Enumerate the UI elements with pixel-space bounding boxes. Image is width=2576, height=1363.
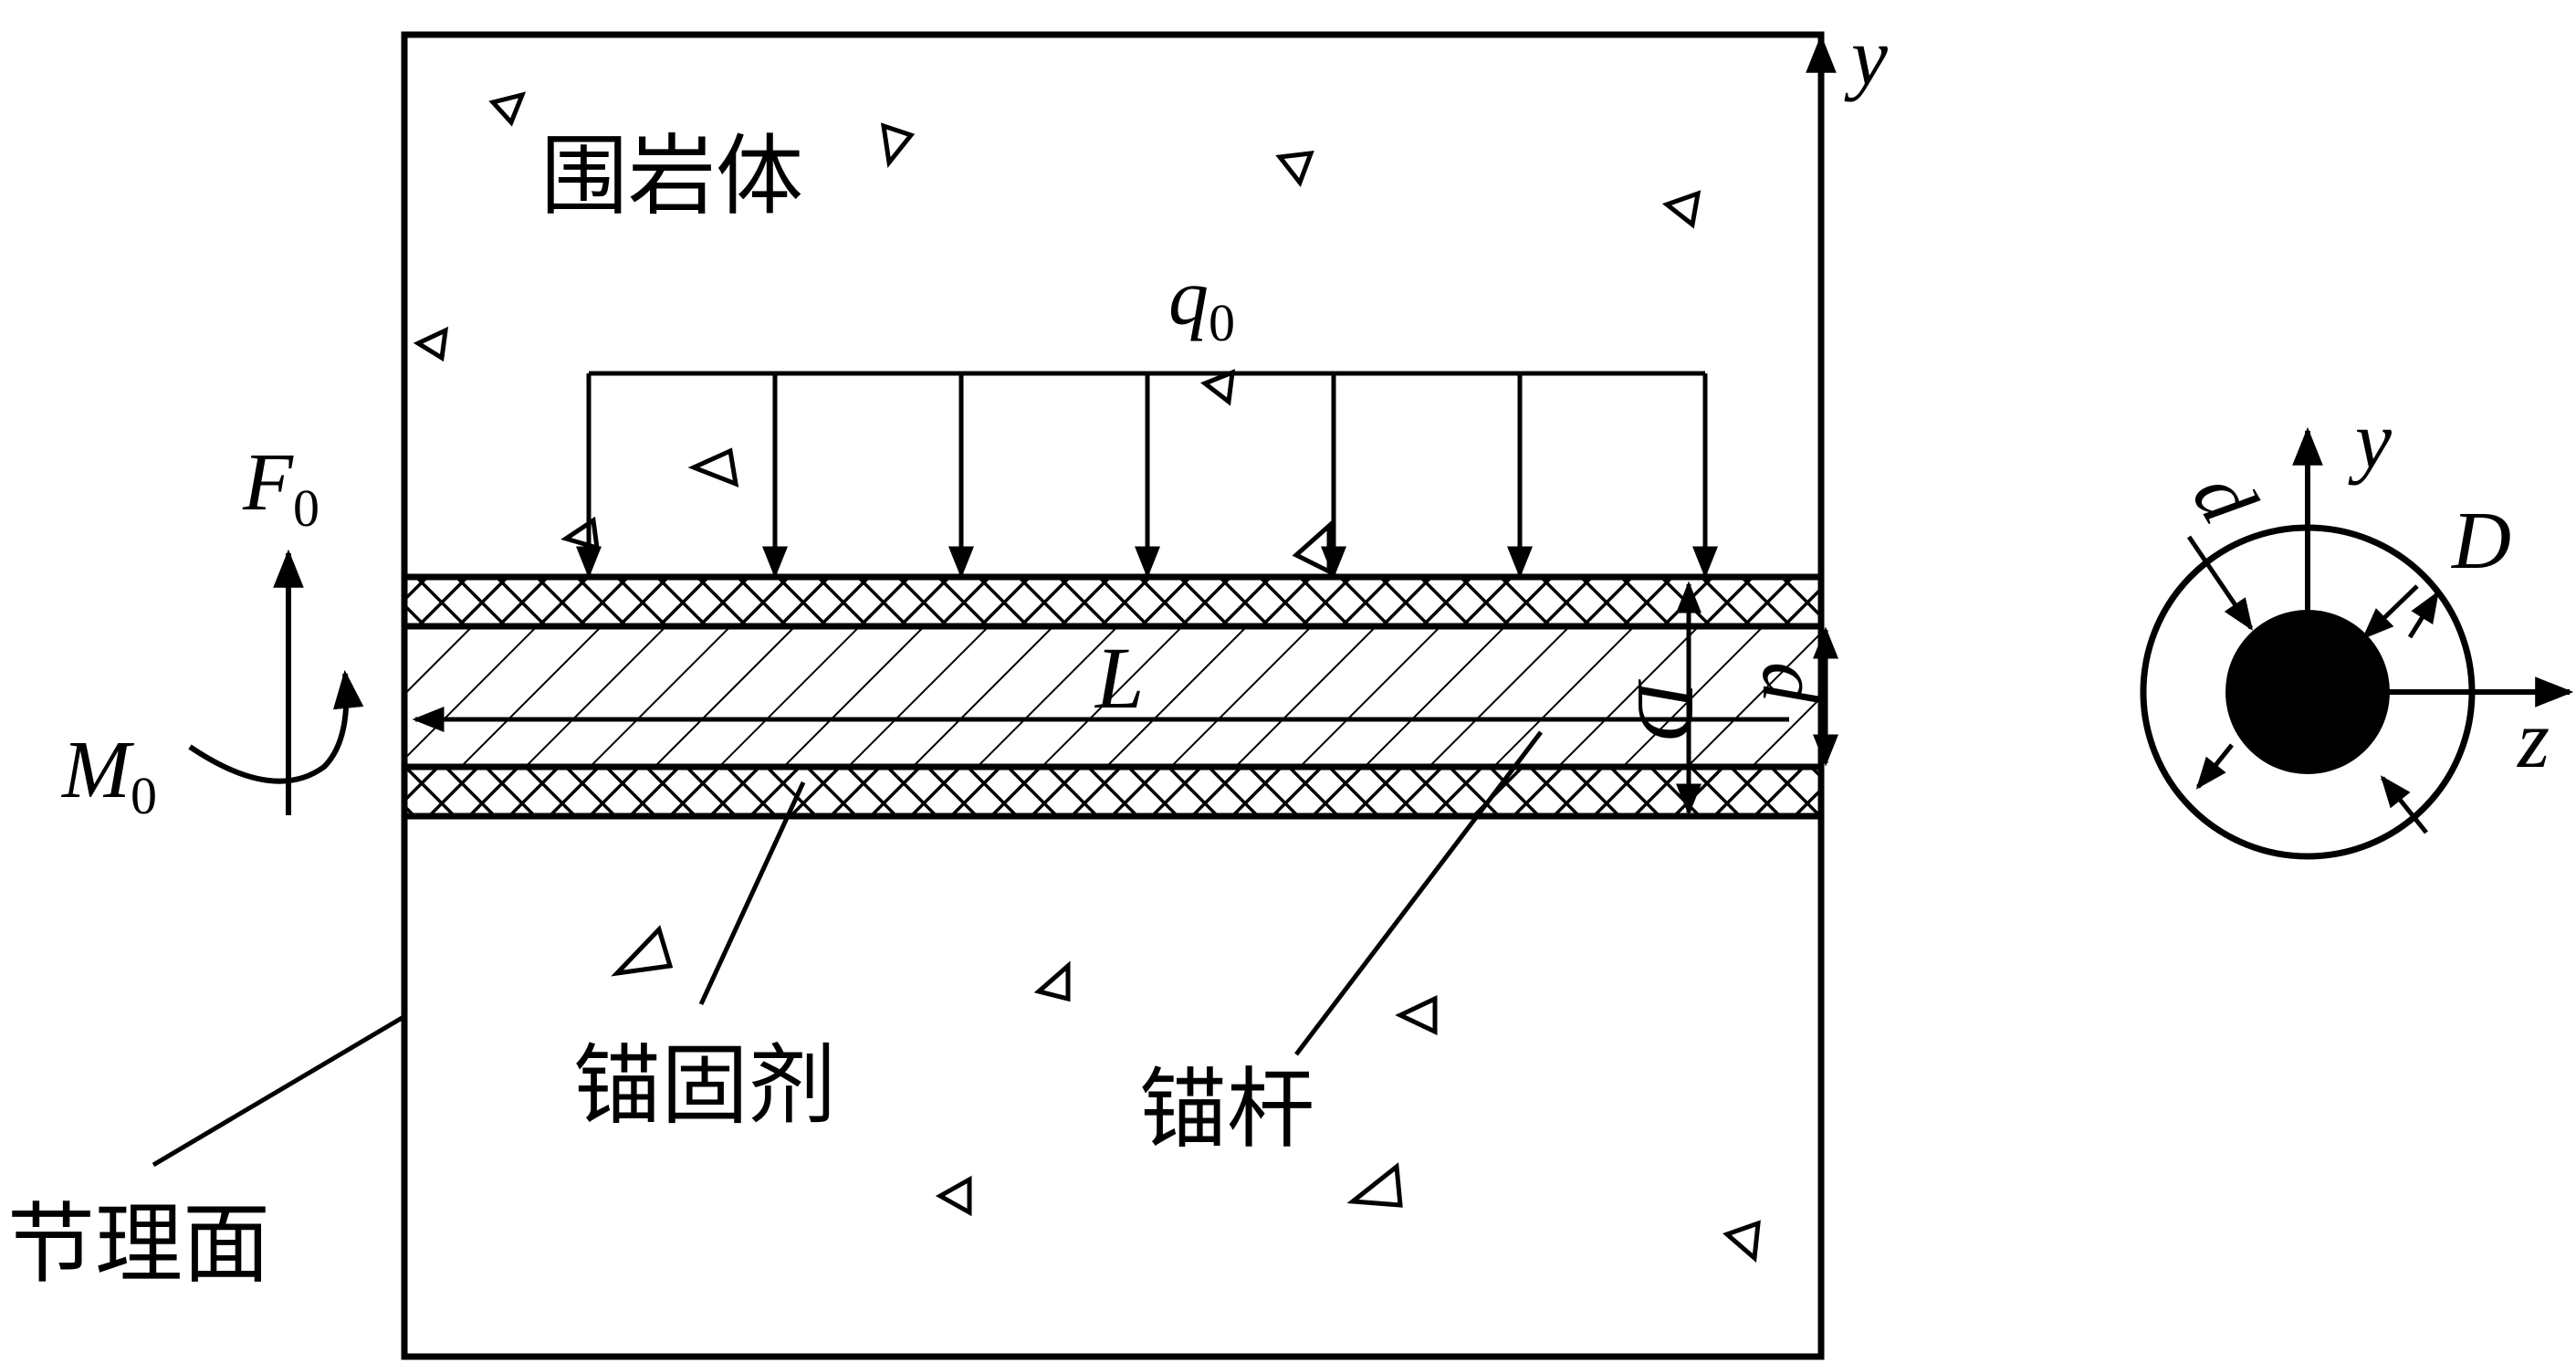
- joint-plane-label: 节理面: [7, 1193, 270, 1295]
- y-axis-label: y: [1844, 12, 1888, 102]
- cross-section-D-arrow-4: [2380, 775, 2428, 834]
- rock-mass-label: 围岩体: [540, 125, 803, 227]
- anchoring-agent-leader: [698, 781, 806, 1006]
- joint-plane-leader: [152, 1014, 405, 1168]
- rock-aggregate-marks: [413, 91, 1761, 1263]
- anchoring-agent-label: 锚固剂: [573, 1034, 836, 1137]
- moment-arrow: [188, 669, 364, 784]
- outer-diameter-label: D: [1620, 678, 1711, 739]
- anchor-rod-label: 锚杆: [1139, 1058, 1314, 1160]
- cross-section-D-arrow-3: [2195, 743, 2234, 790]
- length-label: L: [1094, 629, 1144, 727]
- cross-section: y z D d: [2140, 395, 2574, 860]
- cross-section-outer-label: D: [2450, 496, 2511, 586]
- anchor-rod-leader: [1294, 730, 1543, 1056]
- cross-section-D-arrow-2: [2361, 584, 2419, 640]
- cross-section-D-arrow-1: [2407, 591, 2440, 639]
- moment-label: M0: [60, 725, 157, 825]
- anchor-rod-body: [401, 623, 1825, 771]
- cross-section-inner-label: d: [2175, 457, 2275, 539]
- cross-section-d-arrow: [2186, 535, 2254, 631]
- load-q-label: q0: [1168, 254, 1235, 352]
- force-label: F0: [242, 437, 319, 538]
- distributed-load: [576, 371, 1718, 579]
- cross-section-y-label: y: [2348, 395, 2392, 486]
- cross-section-z-label: z: [2516, 695, 2550, 785]
